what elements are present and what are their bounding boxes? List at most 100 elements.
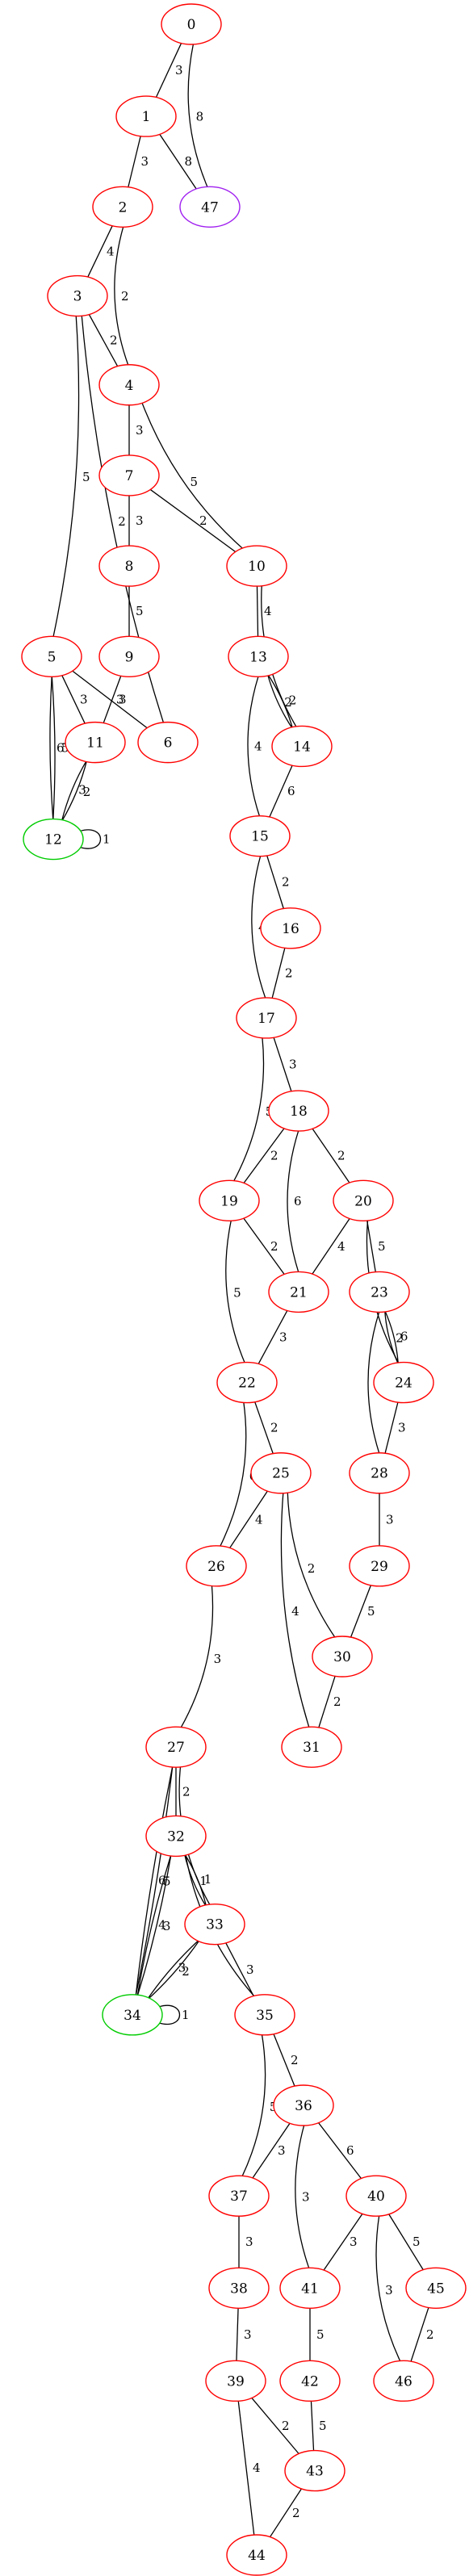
edge-weight-label: 2 [426, 2327, 434, 2342]
node-4[interactable]: 4 [98, 364, 160, 406]
node-26[interactable]: 26 [186, 1545, 247, 1587]
node-44[interactable]: 44 [226, 2534, 287, 2576]
node-ellipse [98, 364, 160, 406]
node-ellipse [179, 186, 241, 228]
node-14[interactable]: 14 [271, 725, 333, 768]
node-46[interactable]: 46 [373, 2360, 434, 2402]
node-11[interactable]: 11 [65, 721, 126, 764]
node-ellipse [279, 2360, 341, 2402]
edge-11-12 [61, 760, 88, 822]
edge-0-47 [187, 43, 208, 188]
node-29[interactable]: 29 [349, 1545, 410, 1587]
node-1[interactable]: 1 [115, 95, 177, 137]
node-0[interactable]: 0 [161, 3, 222, 45]
node-label: 29 [371, 1559, 388, 1575]
node-18[interactable]: 18 [268, 1090, 329, 1132]
edge-13-15 [247, 675, 261, 818]
node-13[interactable]: 13 [228, 635, 289, 677]
node-27[interactable]: 27 [145, 1726, 207, 1768]
node-21[interactable]: 21 [268, 1271, 329, 1313]
node-42[interactable]: 42 [279, 2360, 341, 2402]
node-9[interactable]: 9 [98, 635, 160, 677]
node-label: 17 [258, 1011, 275, 1027]
node-32[interactable]: 32 [145, 1815, 207, 1858]
node-6[interactable]: 6 [137, 721, 199, 764]
node-25[interactable]: 25 [250, 1452, 312, 1494]
edge-weight-label: 6 [57, 740, 65, 755]
node-33[interactable]: 33 [184, 1903, 245, 1946]
edge-weight-label: 3 [175, 63, 183, 77]
node-39[interactable]: 39 [205, 2360, 266, 2402]
edge-7-10 [145, 486, 241, 555]
node-17[interactable]: 17 [236, 997, 297, 1039]
node-5[interactable]: 5 [21, 635, 82, 677]
edge-weight-label: 5 [233, 1285, 241, 1300]
node-7[interactable]: 7 [98, 454, 160, 496]
node-35[interactable]: 35 [234, 1994, 295, 2036]
node-15[interactable]: 15 [229, 815, 291, 857]
node-22[interactable]: 22 [216, 1361, 278, 1404]
node-ellipse [279, 2267, 341, 2309]
node-20[interactable]: 20 [333, 1179, 394, 1221]
node-label: 32 [167, 1828, 185, 1845]
node-19[interactable]: 19 [199, 1179, 260, 1221]
edge-weight-label: 3 [302, 2190, 310, 2205]
edge-15-17 [251, 855, 266, 999]
edge-18-20 [310, 1125, 352, 1186]
edge-weight-label: 3 [289, 1058, 297, 1072]
edge-weight-label: 3 [278, 2143, 286, 2158]
node-16[interactable]: 16 [260, 907, 321, 949]
node-43[interactable]: 43 [284, 2449, 345, 2492]
node-ellipse [268, 1090, 329, 1132]
edge-33-35 [224, 1941, 256, 1999]
edge-27-34 [135, 1766, 174, 1996]
node-ellipse [145, 1815, 207, 1858]
edge-weight-label: 8 [196, 110, 204, 124]
node-ellipse [405, 2267, 467, 2309]
node-47[interactable]: 47 [179, 186, 241, 228]
edge-weight-label: 3 [385, 2283, 393, 2297]
edge-25-26 [228, 1488, 270, 1551]
node-12[interactable]: 12 [23, 818, 84, 861]
node-34[interactable]: 34 [102, 1994, 163, 2036]
node-41[interactable]: 41 [279, 2267, 341, 2309]
node-ellipse [312, 1636, 373, 1678]
node-31[interactable]: 31 [281, 1726, 342, 1768]
node-ellipse [281, 1726, 342, 1768]
node-label: 28 [371, 1466, 388, 1482]
node-30[interactable]: 30 [312, 1636, 373, 1678]
node-ellipse [98, 545, 160, 587]
edge-weight-label: 6 [346, 2143, 354, 2158]
edge-weight-label: 3 [136, 423, 144, 438]
node-28[interactable]: 28 [349, 1452, 410, 1494]
node-40[interactable]: 40 [345, 2175, 407, 2217]
node-label: 15 [251, 829, 269, 845]
node-label: 4 [125, 378, 134, 394]
node-2[interactable]: 2 [92, 186, 153, 228]
node-36[interactable]: 36 [273, 2084, 334, 2126]
edge-32-33 [183, 1853, 207, 1908]
node-label: 47 [201, 199, 219, 216]
edge-36-41 [295, 2124, 310, 2269]
node-23[interactable]: 23 [349, 1271, 410, 1313]
edge-35-36 [272, 2032, 296, 2088]
edge-weight-label: 4 [291, 1604, 299, 1619]
node-37[interactable]: 37 [208, 2175, 270, 2217]
node-45[interactable]: 45 [405, 2267, 467, 2309]
edge-weight-label: 3 [245, 2235, 253, 2249]
edge-weight-label: 3 [141, 154, 149, 169]
node-label: 1 [142, 109, 151, 125]
node-label: 30 [333, 1649, 351, 1665]
node-24[interactable]: 24 [373, 1361, 434, 1404]
edge-weight-label: 2 [83, 785, 91, 799]
node-38[interactable]: 38 [208, 2267, 270, 2309]
node-ellipse [199, 1179, 260, 1221]
edge-weight-label: 4 [254, 739, 262, 754]
node-3[interactable]: 3 [47, 274, 108, 317]
node-label: 45 [427, 2281, 445, 2297]
node-8[interactable]: 8 [98, 545, 160, 587]
node-10[interactable]: 10 [226, 545, 287, 587]
edge-18-19 [241, 1125, 287, 1186]
edge-weight-label: 5 [163, 1874, 171, 1888]
edge-22-26 [219, 1401, 247, 1548]
